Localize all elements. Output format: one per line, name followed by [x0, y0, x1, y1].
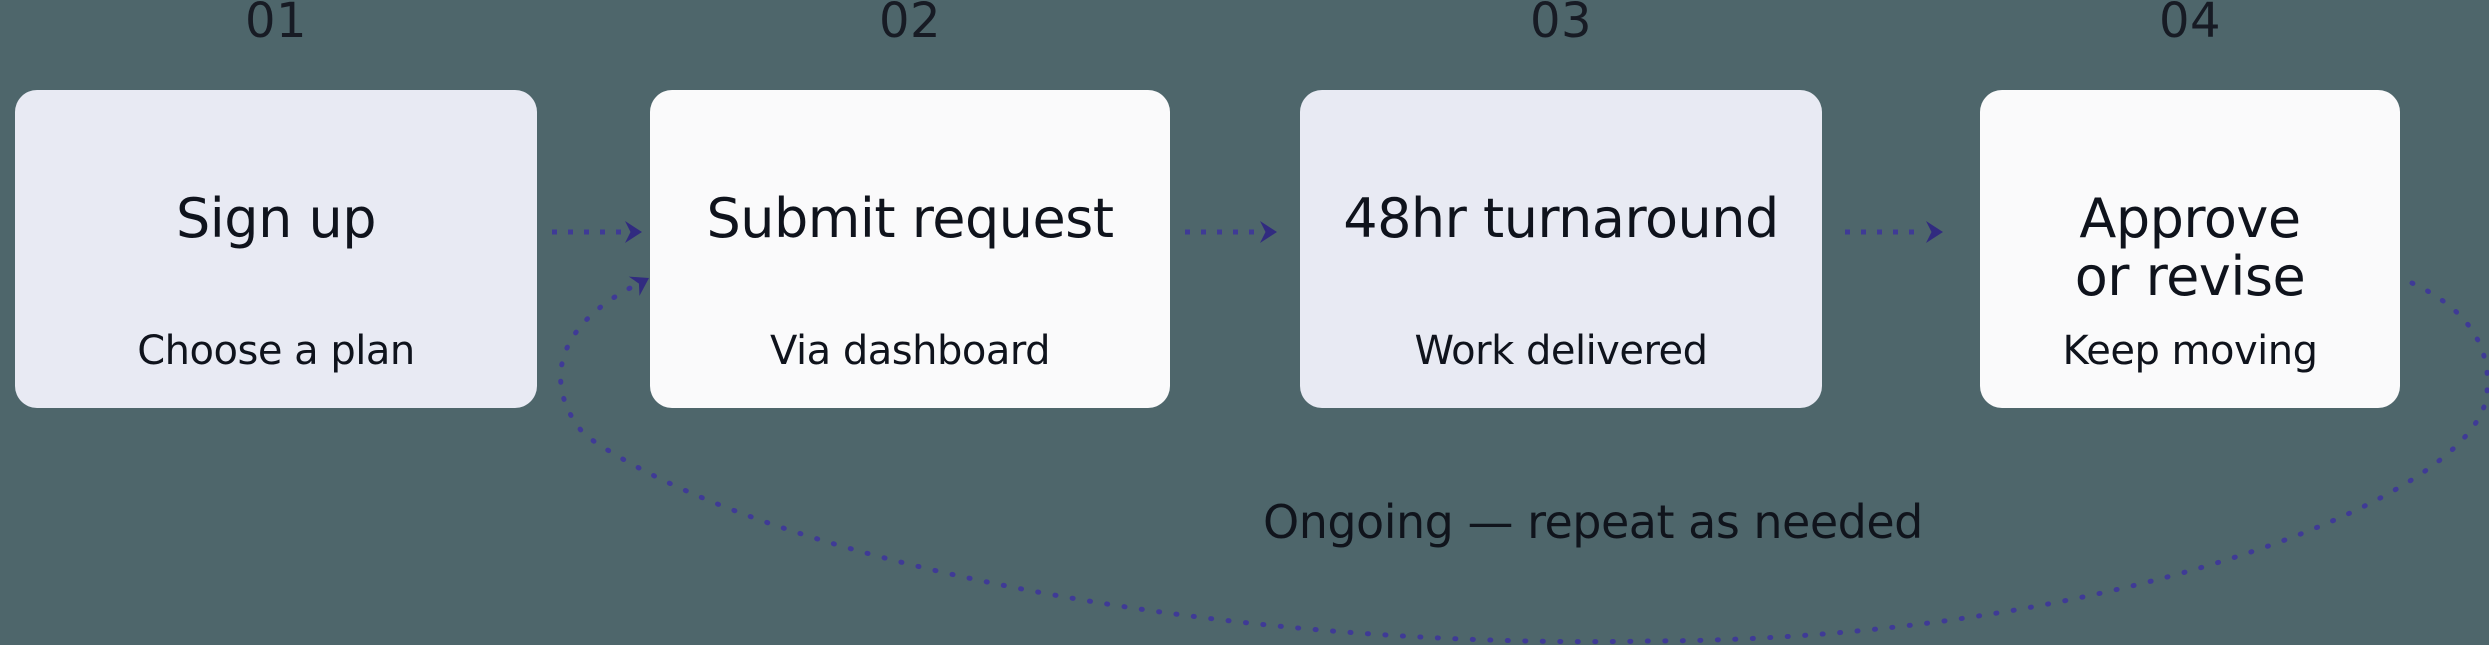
step-2-title: Submit request	[706, 187, 1115, 250]
step-2-number: 02	[878, 0, 942, 49]
arrow-2-head-icon	[1260, 221, 1277, 243]
step-1-subtitle: Choose a plan	[137, 328, 415, 374]
step-2-card: Submit request Via dashboard	[650, 90, 1170, 408]
step-1-number: 01	[244, 0, 308, 49]
arrow-1-head-icon	[625, 221, 642, 243]
step-1: 01 Sign up Choose a plan	[15, 0, 537, 645]
step-2-subtitle: Via dashboard	[770, 328, 1050, 374]
step-3-number: 03	[1529, 0, 1593, 49]
arrow-3-head-icon	[1926, 221, 1943, 243]
step-1-title: Sign up	[176, 187, 376, 250]
step-4-number: 04	[2158, 0, 2222, 49]
step-1-card: Sign up Choose a plan	[15, 90, 537, 408]
step-3-subtitle: Work delivered	[1414, 328, 1708, 374]
step-4-subtitle: Keep moving	[2062, 328, 2318, 374]
step-3-card: 48hr turnaround Work delivered	[1300, 90, 1822, 408]
step-4-card: Approve or revise Keep moving	[1980, 90, 2400, 408]
step-3: 03 48hr turnaround Work delivered	[1300, 0, 1822, 645]
step-2: 02 Submit request Via dashboard	[650, 0, 1170, 645]
step-4-title: Approve or revise	[2074, 187, 2306, 308]
loop-label: Ongoing — repeat as needed	[1263, 495, 1923, 549]
step-4: 04 Approve or revise Keep moving	[1980, 0, 2400, 645]
step-3-title: 48hr turnaround	[1343, 187, 1779, 250]
